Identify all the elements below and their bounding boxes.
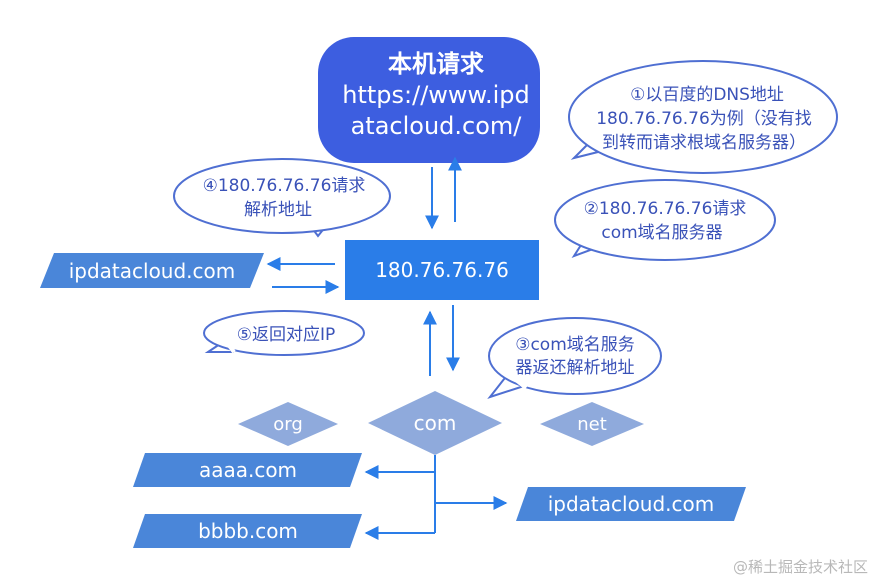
local-request-line1: 本机请求 — [388, 50, 484, 78]
bubble-step-2: ②180.76.76.76请求 com域名服务器 — [554, 179, 776, 261]
domain-right: ipdatacloud.com — [516, 487, 746, 521]
bubble-2-line1: ②180.76.76.76请求 — [584, 199, 747, 219]
bubble-1-line2: 180.76.76.76为例（没有找 — [596, 109, 812, 129]
domain-bbbb: bbbb.com — [133, 514, 362, 548]
dns-server-label: 180.76.76.76 — [375, 258, 509, 282]
watermark-text: @稀土掘金技术社区 — [732, 558, 868, 576]
domain-aaaa-label: aaaa.com — [199, 458, 297, 482]
bubble-step-5: ⑤返回对应IP — [203, 310, 365, 356]
tld-com-node: com — [368, 391, 502, 455]
bubble-4-line2: 解析地址 — [244, 200, 312, 220]
bubble-3-line2: 器返还解析地址 — [516, 358, 635, 378]
local-request-line3: atacloud.com/ — [351, 112, 523, 140]
domain-aaaa: aaaa.com — [133, 453, 362, 487]
bubble-3-line1: ③com域名服务 — [515, 335, 635, 355]
local-request-line2: https://www.ipd — [342, 81, 529, 109]
tld-org-label: org — [273, 414, 303, 435]
bubble-4-line1: ④180.76.76.76请求 — [203, 176, 366, 196]
dns-server-node: 180.76.76.76 — [345, 240, 539, 300]
tld-net-label: net — [577, 414, 607, 435]
domain-right-label: ipdatacloud.com — [548, 492, 715, 516]
domain-left: ipdatacloud.com — [40, 253, 264, 288]
bubble-2-line2: com域名服务器 — [601, 223, 722, 243]
tld-net-node: net — [540, 402, 644, 446]
bubble-step-4: ④180.76.76.76请求 解析地址 — [173, 158, 391, 238]
tld-org-node: org — [238, 402, 338, 446]
tld-com-label: com — [414, 411, 457, 435]
domain-left-label: ipdatacloud.com — [69, 259, 236, 283]
bubble-1-line1: ①以百度的DNS地址 — [630, 85, 784, 105]
domain-bbbb-label: bbbb.com — [198, 519, 298, 543]
bubble-1-line3: 到转而请求根域名服务器） — [602, 133, 806, 153]
bubble-step-3: ③com域名服务 器返还解析地址 — [487, 317, 662, 399]
bubble-step-1: ①以百度的DNS地址 180.76.76.76为例（没有找 到转而请求根域名服务… — [568, 60, 838, 174]
local-request-node: 本机请求 https://www.ipd atacloud.com/ — [318, 37, 540, 163]
bubble-5-line1: ⑤返回对应IP — [237, 325, 336, 345]
